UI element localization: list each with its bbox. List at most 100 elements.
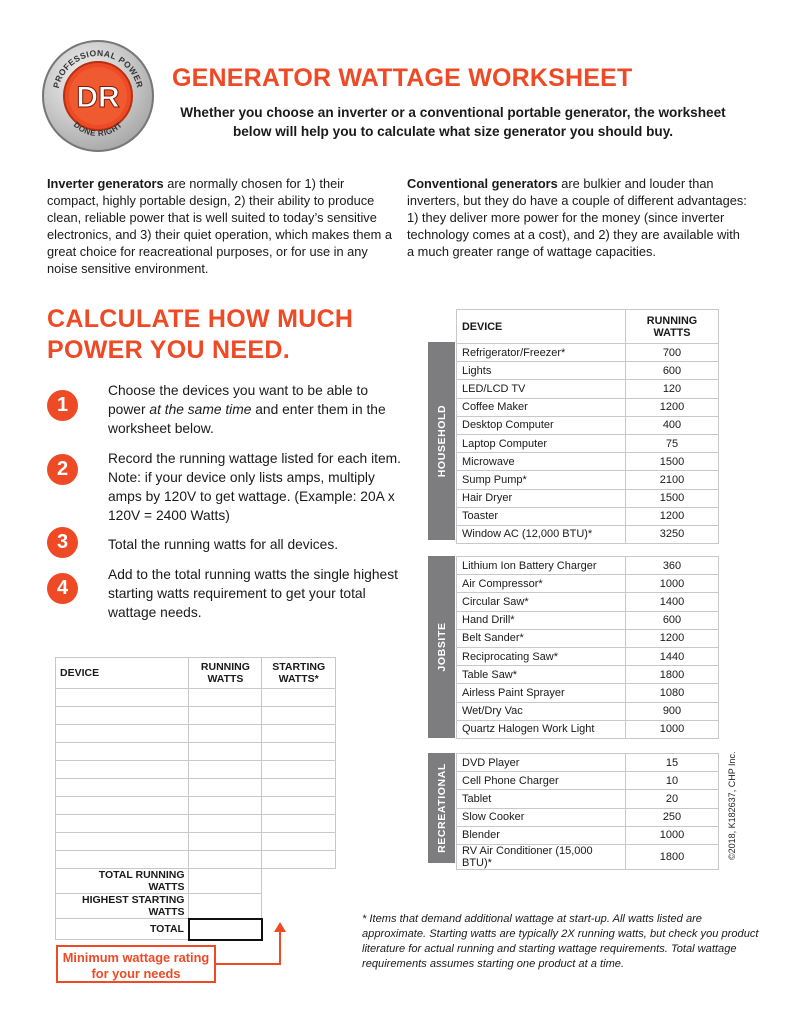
device-watts: 1000	[625, 825, 719, 845]
device-name: RV Air Conditioner (15,000 BTU)*	[456, 843, 626, 870]
worksheet-starting-cell[interactable]	[261, 850, 336, 869]
step-4-text: Add to the total running watts the singl…	[108, 567, 398, 620]
blank-cell	[262, 869, 336, 894]
device-watts: 1000	[625, 574, 719, 594]
page-subtitle: Whether you choose an inverter or a conv…	[180, 105, 726, 139]
worksheet-starting-cell[interactable]	[261, 724, 336, 743]
inverter-intro-text: are normally chosen for 1) their compact…	[47, 176, 392, 276]
worksheet-row	[54, 832, 336, 851]
device-watts: 1000	[625, 719, 719, 739]
step-2-text: Record the running wattage listed for ea…	[108, 451, 401, 523]
running-watts-col-header: RUNNING WATTS	[625, 309, 719, 344]
device-watts: 3250	[625, 524, 719, 545]
worksheet-device-cell[interactable]	[54, 778, 190, 797]
device-name: Toaster	[456, 506, 626, 526]
worksheet-row	[54, 688, 336, 707]
worksheet-running-cell[interactable]	[188, 742, 263, 761]
dr-logo: DR PROFESSIONAL POWER DONE RIGHT	[42, 40, 154, 152]
worksheet-starting-cell[interactable]	[261, 760, 336, 779]
household-label: HOUSEHOLD	[435, 404, 448, 478]
worksheet-running-cell[interactable]	[188, 760, 263, 779]
worksheet-starting-cell[interactable]	[261, 688, 336, 707]
device-watts: 1400	[625, 592, 719, 612]
worksheet-running-cell[interactable]	[188, 796, 263, 815]
worksheet-running-cell[interactable]	[188, 778, 263, 797]
device-watts: 1800	[625, 665, 719, 685]
worksheet-device-cell[interactable]	[54, 742, 190, 761]
worksheet-device-cell[interactable]	[54, 850, 190, 869]
device-name: Wet/Dry Vac	[456, 701, 626, 721]
device-name: Lithium Ion Battery Charger	[456, 555, 626, 576]
device-watts: 1500	[625, 452, 719, 472]
device-watts: 900	[625, 701, 719, 721]
worksheet-header-row: DEVICE RUNNING WATTS STARTING WATTS*	[54, 657, 336, 689]
device-watts: 120	[625, 379, 719, 399]
worksheet-row	[54, 742, 336, 761]
worksheet-running-cell[interactable]	[188, 814, 263, 833]
inverter-intro-bold: Inverter generators	[47, 176, 164, 191]
device-watts: 400	[625, 415, 719, 435]
worksheet-running-cell[interactable]	[188, 850, 263, 869]
worksheet-running-cell[interactable]	[188, 832, 263, 851]
device-name: Hair Dryer	[456, 488, 626, 508]
device-watts: 600	[625, 361, 719, 381]
table-row: Table Saw*1800	[456, 665, 719, 685]
device-name: Refrigerator/Freezer*	[456, 342, 626, 363]
worksheet-device-cell[interactable]	[54, 814, 190, 833]
recreational-label: RECREATIONAL	[435, 763, 448, 853]
worksheet-starting-cell[interactable]	[261, 742, 336, 761]
device-watts: 250	[625, 807, 719, 827]
worksheet-starting-cell[interactable]	[261, 706, 336, 725]
worksheet-running-cell[interactable]	[188, 688, 263, 707]
device-name: Cell Phone Charger	[456, 771, 626, 791]
worksheet-starting-cell[interactable]	[261, 796, 336, 815]
total-cell[interactable]	[187, 917, 263, 941]
worksheet-device-cell[interactable]	[54, 724, 190, 743]
worksheet-device-cell[interactable]	[54, 688, 190, 707]
highest-starting-cell[interactable]	[188, 893, 263, 919]
worksheet-starting-cell[interactable]	[261, 814, 336, 833]
device-table-header: DEVICE RUNNING WATTS	[456, 309, 719, 344]
device-name: Tablet	[456, 789, 626, 809]
copyright-notice: ©2018, K182637, CHP Inc.	[727, 751, 737, 860]
page-title: GENERATOR WATTAGE WORKSHEET	[172, 64, 633, 92]
worksheet-running-cell[interactable]	[188, 706, 263, 725]
worksheet-device-cell[interactable]	[54, 760, 190, 779]
worksheet-starting-cell[interactable]	[261, 832, 336, 851]
worksheet-col-starting: STARTING WATTS*	[261, 657, 336, 689]
minimum-wattage-note: Minimum wattage rating for your needs	[56, 945, 216, 983]
worksheet-device-cell[interactable]	[54, 832, 190, 851]
inverter-intro: Inverter generators are normally chosen …	[47, 175, 392, 277]
device-name: Air Compressor*	[456, 574, 626, 594]
calculate-heading-line2: POWER YOU NEED.	[47, 336, 290, 364]
pointer-arrow-icon	[270, 922, 286, 965]
worksheet-row	[54, 724, 336, 743]
worksheet-running-cell[interactable]	[188, 724, 263, 743]
step-3-number: 3	[47, 527, 78, 558]
jobsite-label: JOBSITE	[435, 622, 448, 672]
blank-cell	[262, 894, 336, 919]
worksheet-starting-cell[interactable]	[261, 778, 336, 797]
worksheet-device-cell[interactable]	[54, 706, 190, 725]
device-name: Sump Pump*	[456, 470, 626, 490]
device-name: Microwave	[456, 452, 626, 472]
total-running-cell[interactable]	[188, 868, 263, 894]
conventional-intro: Conventional generators are bulkier and …	[407, 175, 747, 260]
table-row: Belt Sander*1200	[456, 628, 719, 648]
device-name: Table Saw*	[456, 665, 626, 685]
device-watts: 1500	[625, 488, 719, 508]
worksheet-table: DEVICE RUNNING WATTS STARTING WATTS* TOT…	[54, 657, 336, 941]
worksheet-device-cell[interactable]	[54, 796, 190, 815]
step-1-pre: Choose the devices you want to be able t…	[108, 383, 369, 417]
worksheet-row	[54, 796, 336, 815]
household-table: DEVICE RUNNING WATTS Refrigerator/Freeze…	[456, 309, 719, 545]
